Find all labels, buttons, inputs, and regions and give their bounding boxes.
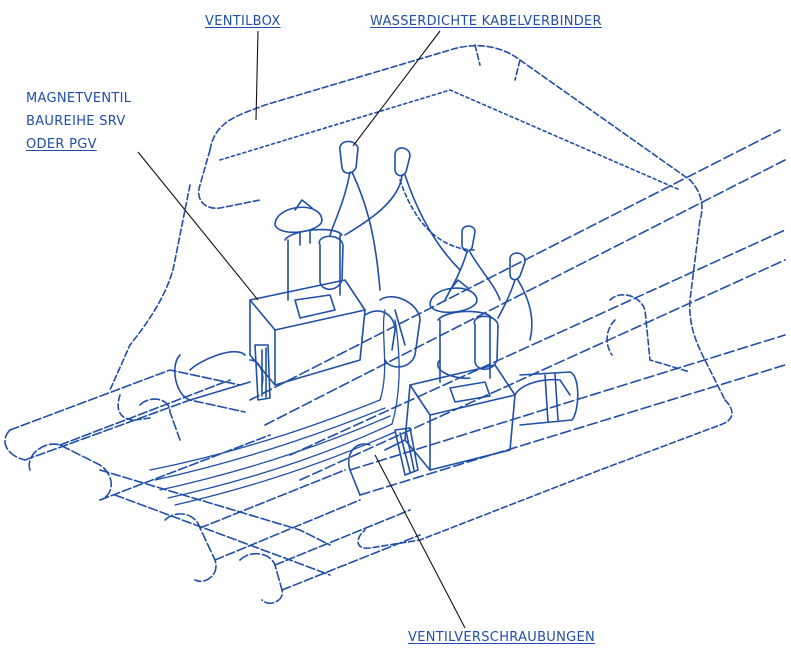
valve-box xyxy=(109,44,733,549)
label-magnetventil-line2: BAUREIHE SRV xyxy=(26,114,126,129)
cable-connectors xyxy=(329,140,533,341)
label-ventilverschraubungen: VENTILVERSCHRAUBUNGEN xyxy=(408,630,596,645)
valve-left xyxy=(174,199,421,401)
supply-pipes xyxy=(249,129,786,496)
leader-ventilverschraubungen xyxy=(374,454,466,629)
label-magnetventil-line1: MAGNETVENTIL xyxy=(26,91,132,106)
valve-right xyxy=(348,279,579,496)
leader-ventilbox xyxy=(255,30,259,121)
label-ventilbox: VENTILBOX xyxy=(205,14,281,29)
leader-kabelverbinder xyxy=(352,30,441,147)
label-magnetventil-line3: ODER PGV xyxy=(26,137,97,152)
label-kabelverbinder: WASSERDICHTE KABELVERBINDER xyxy=(370,14,602,29)
leader-magnetventil xyxy=(137,151,259,301)
cable-bundle xyxy=(149,309,400,506)
manifold-pipes xyxy=(4,369,421,605)
